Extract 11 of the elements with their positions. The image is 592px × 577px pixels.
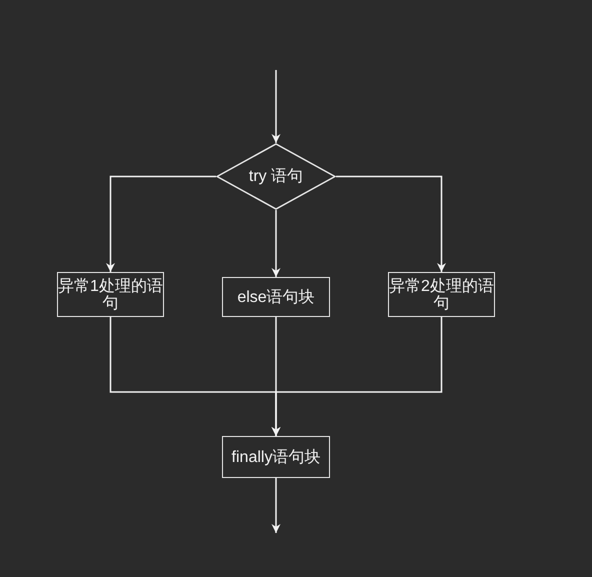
process-box: finally语句块 — [222, 436, 330, 478]
process-box: else语句块 — [222, 277, 330, 317]
decision-label: try 语句 — [248, 168, 304, 185]
arrow — [336, 176, 446, 272]
arrow — [272, 478, 280, 533]
arrow — [106, 176, 216, 272]
arrow — [272, 70, 280, 143]
arrow — [272, 317, 442, 436]
process-box: 异常2处理的语句 — [388, 272, 495, 317]
process-box: 异常1处理的语句 — [57, 272, 164, 317]
arrow — [272, 210, 280, 277]
